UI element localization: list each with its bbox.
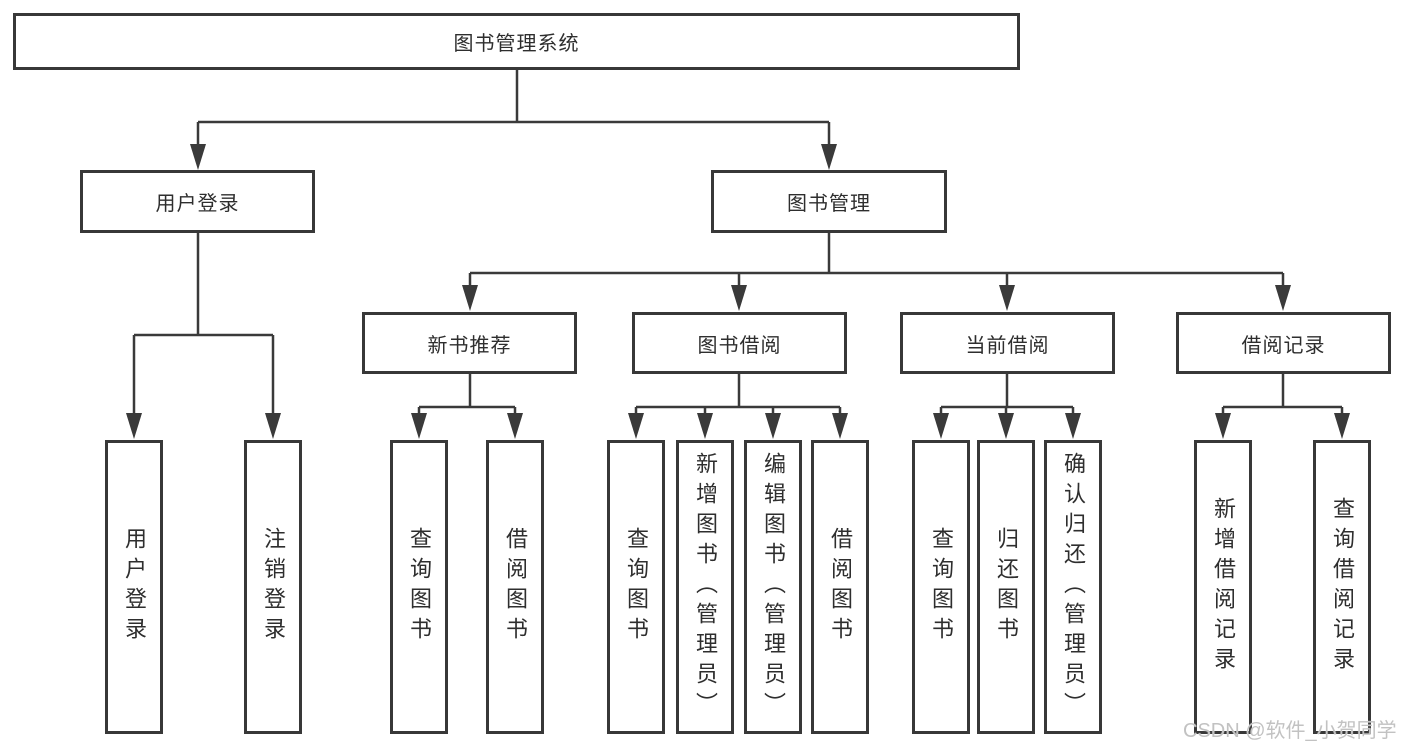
connector-book-mgmt-branch: [468, 233, 1285, 292]
node-leaf-query-borrow-record: 查询借阅记录: [1313, 440, 1371, 734]
arrow-down-icon: [190, 144, 206, 170]
arrow-down-icon: [126, 413, 142, 439]
node-leaf-logout: 注销登录: [244, 440, 302, 734]
node-leaf-edit-book-admin: 编辑图书（管理员）: [744, 440, 802, 734]
node-leaf-query-book-1: 查询图书: [390, 440, 448, 734]
arrow-down-icon: [265, 413, 281, 439]
arrow-down-icon: [999, 285, 1015, 311]
connector-user-login-branch: [132, 233, 275, 420]
node-leaf-confirm-return-admin: 确认归还（管理员）: [1044, 440, 1102, 734]
arrow-down-icon: [832, 413, 848, 439]
arrow-down-icon: [1065, 413, 1081, 439]
node-leaf-borrow-book-2: 借阅图书: [811, 440, 869, 734]
node-current-borrow: 当前借阅: [900, 312, 1115, 374]
connector-borrow-record-branch: [1221, 374, 1344, 420]
node-leaf-add-borrow-record: 新增借阅记录: [1194, 440, 1252, 734]
node-library-management-system: 图书管理系统: [13, 13, 1020, 70]
node-borrow-record: 借阅记录: [1176, 312, 1391, 374]
node-new-book-recommend: 新书推荐: [362, 312, 577, 374]
node-leaf-add-book-admin: 新增图书（管理员）: [676, 440, 734, 734]
node-leaf-borrow-book-1: 借阅图书: [486, 440, 544, 734]
arrow-down-icon: [1215, 413, 1231, 439]
arrow-down-icon: [628, 413, 644, 439]
node-book-management: 图书管理: [711, 170, 947, 233]
arrow-down-icon: [411, 413, 427, 439]
node-book-borrow: 图书借阅: [632, 312, 847, 374]
arrow-down-icon: [765, 413, 781, 439]
connector-book-borrow-branch: [634, 374, 842, 420]
arrow-down-icon: [731, 285, 747, 311]
arrow-down-icon: [462, 285, 478, 311]
node-leaf-query-book-2: 查询图书: [607, 440, 665, 734]
arrow-down-icon: [1334, 413, 1350, 439]
arrowheads: [126, 144, 1350, 439]
node-leaf-query-book-3: 查询图书: [912, 440, 970, 734]
connector-new-book-branch: [417, 374, 517, 420]
arrow-down-icon: [697, 413, 713, 439]
connector-root-to-level2: [196, 70, 831, 150]
arrow-down-icon: [933, 413, 949, 439]
node-user-login: 用户登录: [80, 170, 315, 233]
watermark: CSDN @软件_小贺同学: [1183, 720, 1397, 742]
node-leaf-return-book: 归还图书: [977, 440, 1035, 734]
node-leaf-user-login: 用户登录: [105, 440, 163, 734]
arrow-down-icon: [507, 413, 523, 439]
arrow-down-icon: [821, 144, 837, 170]
arrow-down-icon: [998, 413, 1014, 439]
arrow-down-icon: [1275, 285, 1291, 311]
